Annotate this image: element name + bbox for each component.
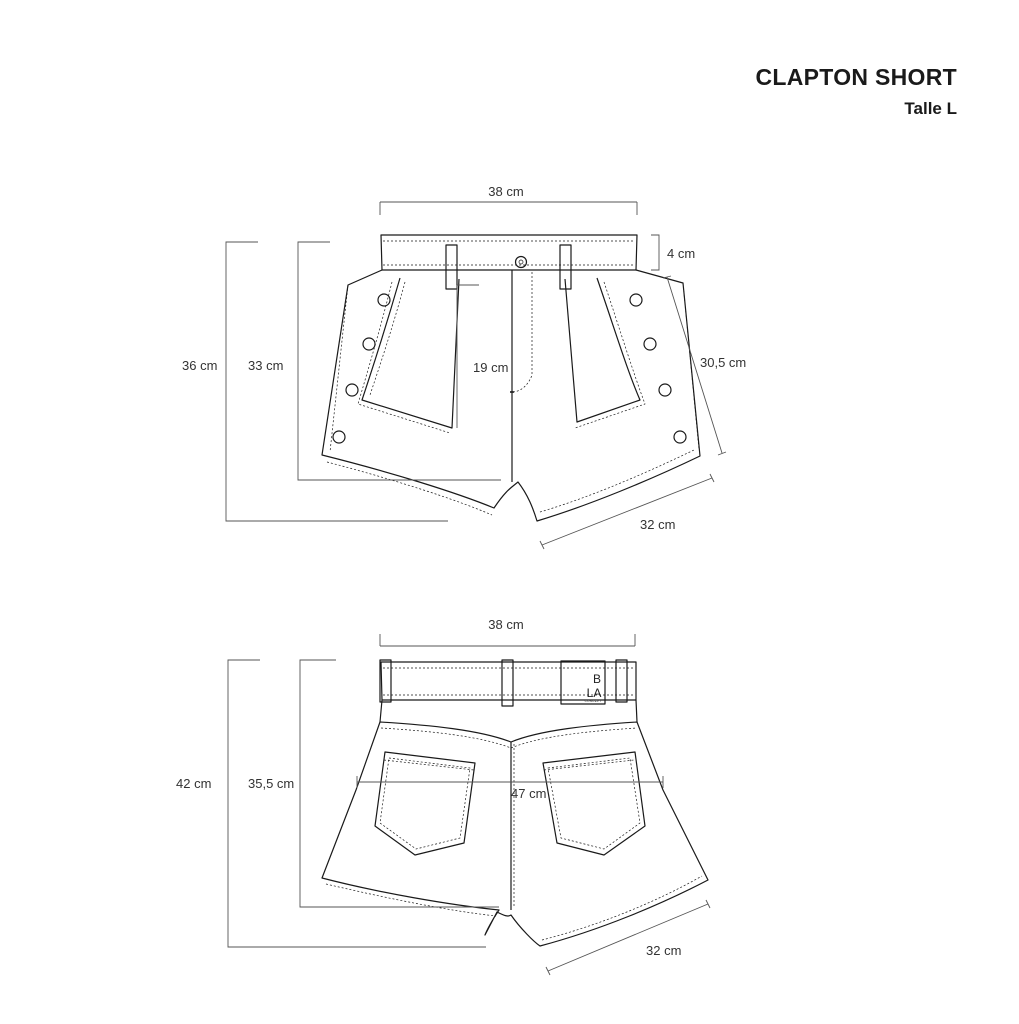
side-snap-button [377,293,391,307]
front-belt-loop-left [445,244,458,290]
back-total-length-label: 42 cm [176,776,211,791]
front-pocket-right [564,277,641,423]
back-belt-loop [501,659,514,707]
front-waist-width-label: 38 cm [488,184,523,199]
front-total-length-line [225,241,448,522]
brand-label-line2: LA [587,686,602,700]
brand-label-line1: B [593,672,601,686]
size-label: Talle L [904,99,957,118]
back-short-illustration [321,659,709,947]
front-leg-opening-label: 32 cm [640,517,675,532]
front-body-outline [321,269,701,522]
back-hip-line [356,776,664,788]
front-rise-label: 19 cm [473,360,508,375]
front-length-label: 33 cm [248,358,283,373]
brand-label-line3: CONCEPT [585,699,602,703]
back-leg-opening-line [545,899,711,976]
brand-label [560,660,606,705]
front-waist-dimension-line [379,201,638,215]
side-snap-button [345,383,359,397]
side-snap-button [362,337,376,351]
side-snap-button [658,383,672,397]
front-rise-line [456,284,479,428]
back-total-length-line [227,659,486,948]
back-belt-loop [615,659,628,703]
back-length-label: 35,5 cm [248,776,294,791]
back-pocket-left [374,751,476,856]
front-length-line [297,241,501,481]
back-length-line [299,659,499,908]
side-snap-button [629,293,643,307]
front-waistband-height-label: 4 cm [667,246,695,261]
back-hip-width-label: 47 cm [511,786,546,801]
back-body-outline [321,721,709,947]
front-total-length-label: 36 cm [182,358,217,373]
back-leg-opening-label: 32 cm [646,943,681,958]
back-pocket-right [542,751,646,856]
side-snap-button [332,430,346,444]
side-snap-button [673,430,687,444]
front-side-dimension-line [662,275,727,456]
side-snap-button [643,337,657,351]
back-waist-dimension-line [379,634,636,647]
front-leg-opening-line [539,473,715,550]
front-pocket-left [361,277,460,429]
front-short-illustration [321,234,701,522]
front-side-length-label: 30,5 cm [700,355,746,370]
front-waist-button [514,255,528,269]
front-waistband-dimension-line [651,234,660,271]
product-title: CLAPTON SHORT [755,64,957,90]
back-waist-width-label: 38 cm [488,617,523,632]
back-belt-loop [379,659,392,703]
